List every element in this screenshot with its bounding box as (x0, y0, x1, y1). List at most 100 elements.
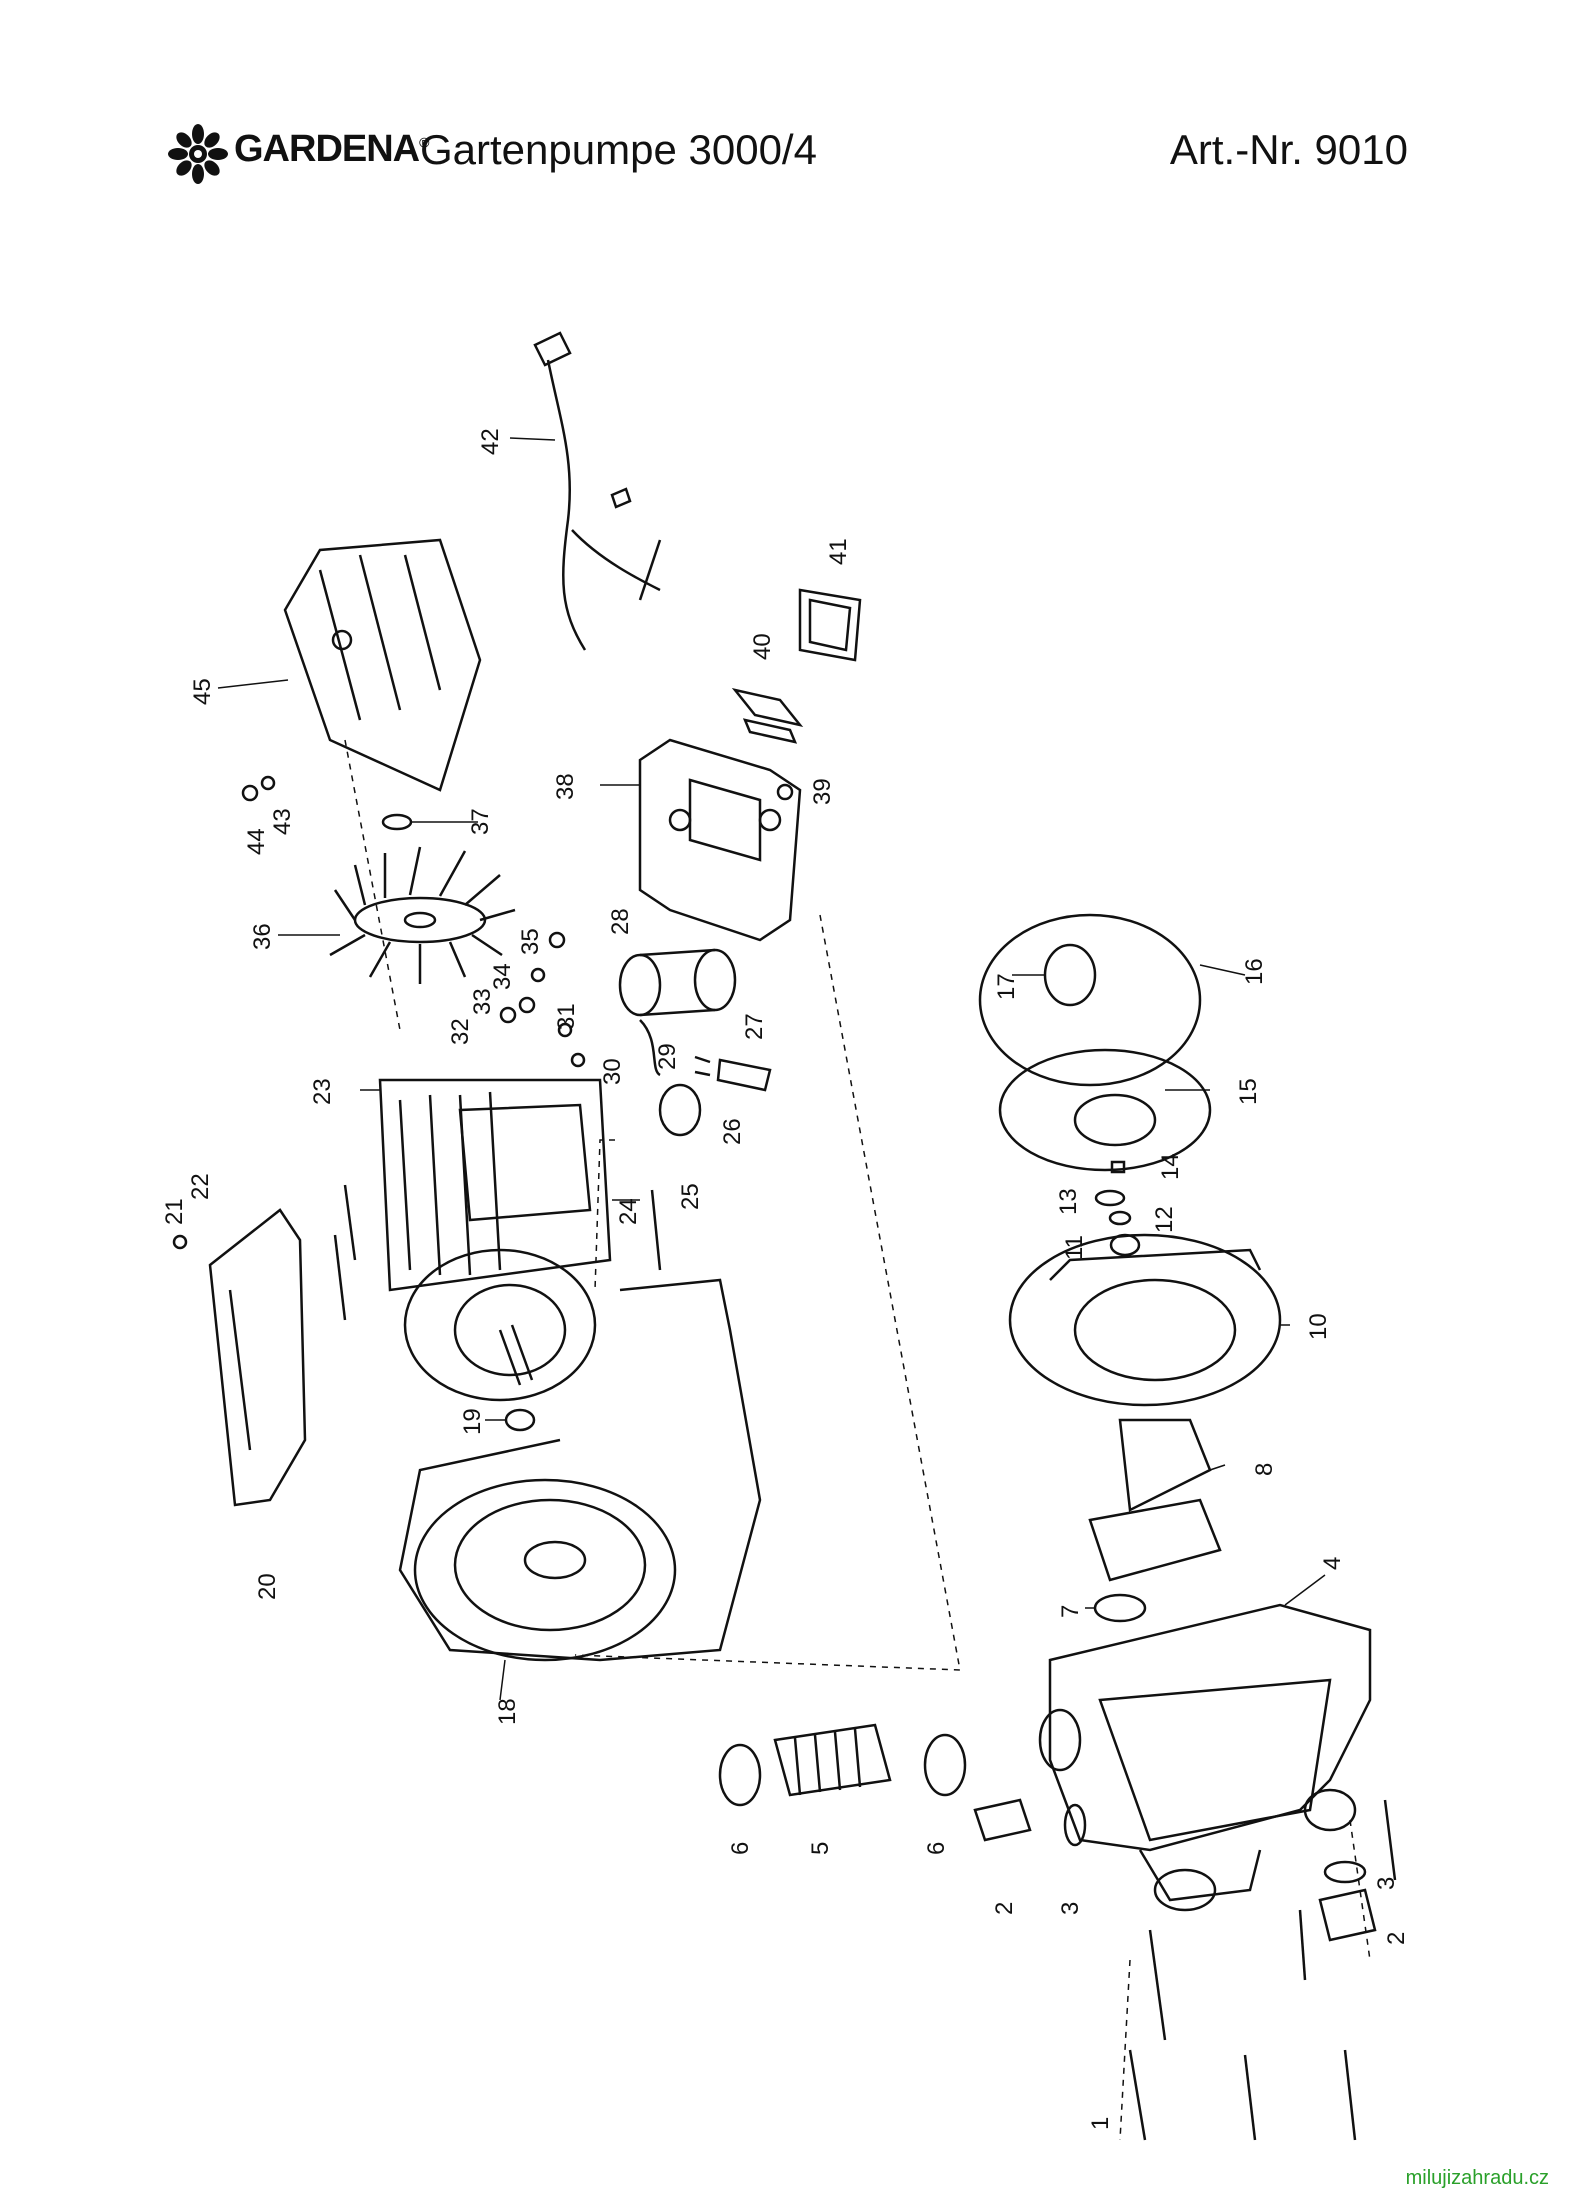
callout-41: 41 (825, 538, 852, 565)
watermark: milujizahradu.cz (1405, 2167, 1549, 2189)
callout-35: 35 (517, 928, 544, 955)
pump-base-part (398, 1278, 762, 1662)
o-ring-part (504, 1408, 536, 1432)
connector-part (694, 1055, 772, 1092)
callout-26: 26 (719, 1118, 746, 1145)
screw-part (241, 784, 259, 802)
callout-20: 20 (254, 1573, 281, 1600)
o-ring-large-part (978, 913, 1202, 1087)
drain-plug-part (973, 1798, 1032, 1842)
housing-screw-part (1128, 2049, 1147, 2141)
drain-plug-part (1318, 1888, 1377, 1942)
screw-part (557, 1022, 573, 1038)
callout-1: 1 (1087, 2117, 1114, 2130)
screw-part (548, 931, 566, 949)
callout-45: 45 (189, 678, 216, 705)
washer-part (260, 775, 276, 791)
callout-27: 27 (741, 1013, 768, 1040)
double-nipple-part (773, 1723, 892, 1797)
housing-screw-part (1298, 1909, 1307, 1981)
callout-31: 31 (553, 1003, 580, 1030)
callout-44: 44 (243, 828, 270, 855)
callout-40: 40 (749, 633, 776, 660)
callout-4: 4 (1319, 1557, 1346, 1570)
callout-25: 25 (677, 1183, 704, 1210)
page-header: GARDENA® Gartenpumpe 3000/4 Art.-Nr. 901… (168, 118, 1408, 184)
housing-screw-part (1343, 2049, 1357, 2141)
motor-screw-part (650, 1189, 662, 1271)
callout-36: 36 (249, 923, 276, 950)
impeller-part (1088, 1418, 1222, 1582)
fan-wheel-part (329, 846, 516, 984)
callout-10: 10 (1305, 1313, 1332, 1340)
screw-part (172, 1234, 188, 1250)
fan-cover-part (283, 538, 482, 792)
callout-12: 12 (1151, 1206, 1178, 1233)
cable-lug-part (518, 996, 536, 1014)
impeller-housing-part (1008, 1233, 1282, 1407)
clip-part (381, 813, 413, 831)
callout-18: 18 (494, 1698, 521, 1725)
callout-23: 23 (309, 1078, 336, 1105)
key-part (1110, 1160, 1126, 1174)
product-title: Gartenpumpe 3000/4 (420, 126, 817, 173)
callout-38: 38 (552, 773, 579, 800)
diffuser-insert-part (1043, 943, 1097, 1007)
housing-screw-part (1383, 1799, 1397, 1881)
callout-34: 34 (489, 963, 516, 990)
callout-2a: 2 (991, 1902, 1018, 1915)
callout-37: 37 (467, 808, 494, 835)
callout-6b: 6 (923, 1842, 950, 1855)
callout-6a: 6 (727, 1842, 754, 1855)
seal-part (658, 1083, 702, 1137)
handle-part (208, 1208, 307, 1507)
callout-2b: 2 (1383, 1932, 1410, 1945)
housing-screw-part (1243, 2054, 1257, 2141)
callout-43: 43 (269, 808, 296, 835)
housing-screw-part (1148, 1929, 1167, 2041)
gardena-logo-icon (168, 124, 228, 184)
screw-part (570, 1052, 586, 1068)
callout-42: 42 (477, 428, 504, 455)
seal-ring-part (923, 1733, 967, 1797)
power-cable-part (533, 331, 662, 651)
callout-14: 14 (1157, 1153, 1184, 1180)
callout-8: 8 (1251, 1463, 1278, 1476)
callout-24: 24 (615, 1198, 642, 1225)
pump-housing-part (1038, 1603, 1372, 1912)
callout-15: 15 (1235, 1078, 1262, 1105)
motor-screw-part (343, 1184, 357, 1261)
diffuser-plate-part (998, 1048, 1212, 1172)
callout-3b: 3 (1373, 1877, 1400, 1890)
callout-32: 32 (447, 1018, 474, 1045)
callout-39: 39 (809, 778, 836, 805)
callout-30: 30 (599, 1058, 626, 1085)
motor-part (378, 1078, 612, 1402)
switch-part (798, 588, 862, 662)
motor-screw-part (333, 1234, 347, 1321)
callout-33: 33 (469, 988, 496, 1015)
brand-name: GARDENA® (234, 128, 429, 170)
article-number: Art.-Nr. 9010 (1169, 126, 1408, 173)
wire-part (639, 1019, 661, 1077)
seal-ring-part (718, 1743, 762, 1807)
callout-29: 29 (654, 1043, 681, 1070)
callout-22: 22 (187, 1173, 214, 1200)
o-ring-part (1093, 1593, 1147, 1623)
callout-16: 16 (1241, 958, 1268, 985)
callout-5: 5 (807, 1842, 834, 1855)
callout-21: 21 (161, 1198, 188, 1225)
callout-19: 19 (459, 1408, 486, 1435)
callout-7: 7 (1057, 1605, 1084, 1618)
seal-part (1063, 1803, 1087, 1847)
callout-28: 28 (607, 908, 634, 935)
terminal-block-part (731, 688, 804, 744)
callout-11: 11 (1061, 1235, 1088, 1260)
callout-13: 13 (1055, 1188, 1082, 1215)
callout-3a: 3 (1057, 1902, 1084, 1915)
lock-washer-part (499, 1006, 517, 1024)
switch-box-part (638, 738, 802, 942)
screw-part (776, 783, 794, 801)
capacitor-part (618, 948, 737, 1017)
